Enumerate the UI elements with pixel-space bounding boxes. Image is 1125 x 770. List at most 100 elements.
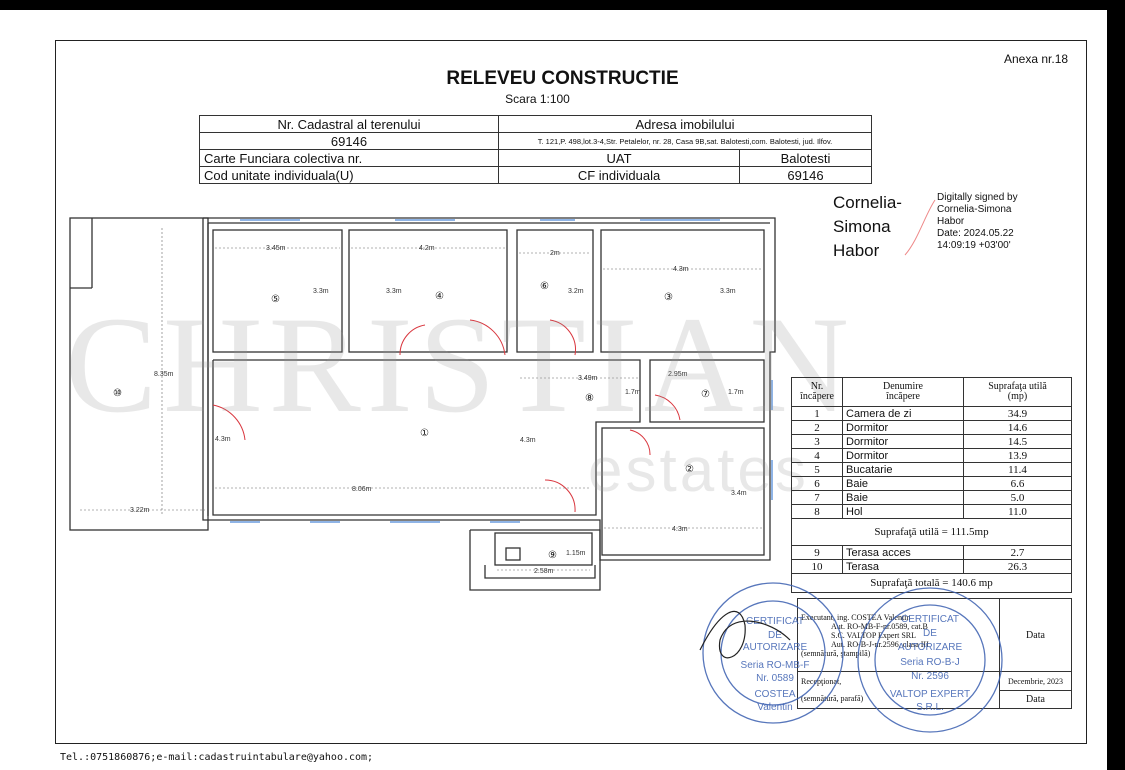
room-6-walls	[516, 229, 594, 353]
sig-name-line3: Habor	[833, 241, 880, 260]
dim-r10-width: 3.22m	[130, 507, 150, 514]
dim-r5-width: 3.45m	[266, 245, 286, 252]
entrance-step	[505, 547, 521, 561]
grand-total-row: Suprafaţă totală = 140.6 mp	[791, 573, 1072, 593]
cf-individual-value: 69146	[739, 166, 872, 184]
date-label2-cell: Data	[999, 690, 1072, 709]
room-label-3: ③	[664, 292, 673, 303]
room-9-outer	[469, 529, 601, 591]
sig-detail-2: Cornelia-Simona	[937, 204, 1012, 215]
room-label-8: ⑧	[585, 393, 594, 404]
dim-r5-height: 3.3m	[313, 288, 329, 295]
dim-r6-width: 2m	[550, 250, 560, 257]
digital-signature-details: Digitally signed by Cornelia-Simona Habo…	[937, 192, 1018, 252]
page-title: RELEVEU CONSTRUCTIE	[446, 68, 679, 89]
dim-r9-width: 2.58m	[534, 568, 554, 575]
room-7-walls	[649, 359, 765, 423]
executant-authorization: Aut. RO-MB-F-nr.0589, cat.B	[831, 621, 928, 631]
room-label-2: ②	[685, 464, 694, 475]
room-9-walls	[494, 532, 593, 566]
room-label-5: ⑤	[271, 294, 280, 305]
executant-signature-table: Executant, ing. COSTEA Valentin Aut. RO-…	[797, 598, 1072, 709]
dim-r1-height-left: 4.3m	[215, 436, 231, 443]
annex-label: Anexa nr.18	[1004, 52, 1069, 66]
room-4-walls	[348, 229, 508, 353]
watermark-estates: estates	[588, 436, 809, 505]
dim-r3-width: 4.3m	[673, 266, 689, 273]
uat-label: UAT	[498, 149, 740, 167]
digital-signature-name: Cornelia- Simona Habor	[833, 191, 902, 263]
room-1-walls	[212, 359, 641, 516]
sig-name-line2: Simona	[833, 217, 891, 236]
sig-name-line1: Cornelia-	[833, 193, 902, 212]
dim-r6-height: 3.2m	[568, 288, 584, 295]
col-nr-header: Nr.încăpere	[791, 377, 843, 407]
dim-r7-height: 1.7m	[728, 389, 744, 396]
room-2-walls	[601, 427, 765, 556]
executant-name: Executant, ing. COSTEA Valentin	[801, 612, 911, 622]
company-authorization: Aut. RO-B-J-nr.2596, clasa III	[831, 639, 929, 649]
executant-cell: Executant, ing. COSTEA Valentin Aut. RO-…	[797, 598, 1000, 672]
room-label-6: ⑥	[540, 281, 549, 292]
dim-r1-width: 8.06m	[352, 486, 372, 493]
top-black-bar	[0, 0, 1125, 10]
room-3-walls	[600, 229, 765, 353]
sig-detail-5: 14:09:19 +03'00'	[937, 240, 1011, 251]
dim-r2-height: 3.4m	[731, 490, 747, 497]
dim-r4-width: 4.2m	[419, 245, 435, 252]
col-area-header: Suprafaţa utilă(mp)	[963, 377, 1072, 407]
dim-r1-height-right: 4.3m	[520, 437, 536, 444]
dim-total-height: 8.35m	[154, 371, 174, 378]
sig-detail-4: Date: 2024.05.22	[937, 228, 1014, 239]
useful-total-row: Suprafaţă utilă = 111.5mp	[791, 518, 1072, 546]
plan-doors	[212, 319, 681, 513]
dim-r4-height: 3.3m	[386, 288, 402, 295]
room-5-walls	[212, 229, 343, 353]
room-label-9: ⑨	[548, 550, 557, 561]
entrance-stairs	[484, 565, 596, 579]
dim-r7-width: 2.95m	[668, 371, 688, 378]
dim-r3-height: 3.3m	[720, 288, 736, 295]
room-label-4: ④	[435, 291, 444, 302]
dim-r2-width: 4.3m	[672, 526, 688, 533]
footer-contact: Tel.:0751860876;e-mail:cadastruintabular…	[60, 752, 374, 763]
house-outer-wall	[202, 217, 776, 561]
date-label-cell: Data	[999, 598, 1072, 672]
cadastral-label: Nr. Cadastral al terenului	[199, 115, 499, 133]
receptionist-label: Recepţionat,	[801, 677, 842, 686]
sig-detail-1: Digitally signed by	[937, 192, 1018, 203]
room-label-1: ①	[420, 428, 429, 439]
company-name: S.C. VALTOP Expert SRL	[831, 630, 916, 640]
dim-r9-height: 1.15m	[566, 550, 586, 557]
scale-label: Scara 1:100	[505, 92, 570, 106]
plan-walls	[69, 217, 776, 591]
right-black-bar	[1107, 0, 1125, 770]
plan-dimension-lines	[80, 228, 762, 571]
room-label-7: ⑦	[701, 389, 710, 400]
receptionist-note: (semnătură, parafă)	[801, 694, 864, 703]
watermark-christian: CHRISTIAN	[65, 288, 856, 441]
cf-individual-label: CF individuala	[498, 166, 740, 184]
dim-r8-height: 1.7m	[625, 389, 641, 396]
dim-r8-width: 3.49m	[578, 375, 598, 382]
room-label-10: ⑩	[113, 388, 122, 399]
sig-detail-3: Habor	[937, 216, 965, 227]
cod-unitate-label: Cod unitate individuala(U)	[199, 166, 499, 184]
cadastral-info-table: Nr. Cadastral al terenului Adresa imobil…	[199, 115, 872, 184]
executant-sig-note: (semnătură, ştampilă)	[801, 648, 871, 658]
receptionist-cell: Recepţionat, (semnătură, parafă)	[797, 671, 1000, 709]
